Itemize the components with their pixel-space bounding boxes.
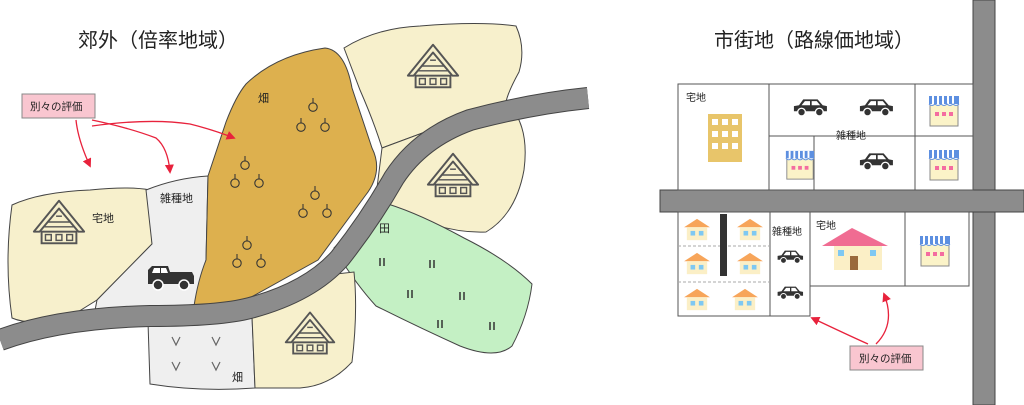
city-callout-text: 別々の評価 <box>859 352 912 365</box>
residential-house-icon <box>822 228 888 270</box>
city-road-horizontal <box>659 189 1024 213</box>
city-title: 市街地（路線価地域） <box>714 28 914 52</box>
paddy-marks <box>379 258 495 330</box>
suburb-callout-box <box>21 93 96 119</box>
label-field: 畑 <box>258 92 269 105</box>
label-residential: 宅地 <box>92 211 114 225</box>
label-misc: 雑種地 <box>160 191 193 205</box>
label-paddy: 田 <box>379 222 390 235</box>
suburb-paddy-plot <box>333 203 533 354</box>
label-field-bottom: 畑 <box>232 371 243 384</box>
city-private-road <box>720 214 727 276</box>
shop-icon <box>784 149 816 181</box>
suburb-callout-text: 別々の評価 <box>30 100 83 113</box>
shop-icon <box>928 149 960 181</box>
label-residential-bottom: 宅地 <box>816 219 836 232</box>
suburb-arrows <box>75 119 236 174</box>
city-diagram: 市街地（路線価地域） <box>659 0 1024 405</box>
field-marks <box>171 336 221 372</box>
city-arrows <box>810 292 891 345</box>
office-building-icon <box>708 114 742 162</box>
city-callout-box <box>849 345 924 371</box>
suburb-title: 郊外（倍率地域） <box>78 28 238 52</box>
suburb-diagram: 郊外（倍率地域） <box>0 23 590 390</box>
label-misc-bottom: 雑種地 <box>772 225 802 238</box>
label-misc-top: 雑種地 <box>836 129 866 142</box>
label-residential-top: 宅地 <box>686 91 706 104</box>
shop-icon <box>919 235 951 267</box>
shop-icon <box>928 95 960 127</box>
